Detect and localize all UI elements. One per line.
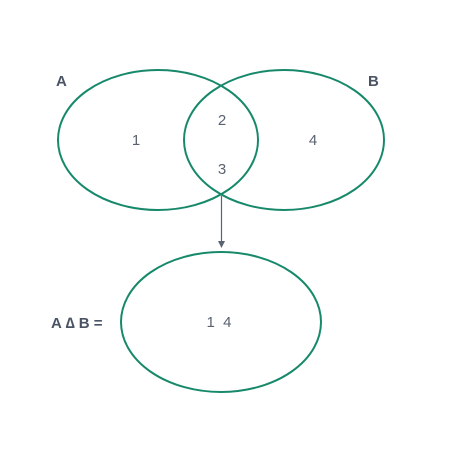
result-label: A ∆ B = xyxy=(51,315,103,332)
set-b-label: B xyxy=(368,73,379,90)
region-only-a-value: 1 xyxy=(132,132,140,149)
set-a-label: A xyxy=(56,73,67,90)
region-only-b-value: 4 xyxy=(309,132,317,149)
result-circle xyxy=(120,251,322,393)
set-a-circle xyxy=(57,69,259,211)
region-intersection-top-value: 2 xyxy=(218,112,226,129)
result-value: 1 4 xyxy=(206,314,231,331)
down-arrow-icon xyxy=(218,196,225,248)
region-intersection-bottom-value: 3 xyxy=(218,161,226,178)
set-b-circle xyxy=(183,69,385,211)
